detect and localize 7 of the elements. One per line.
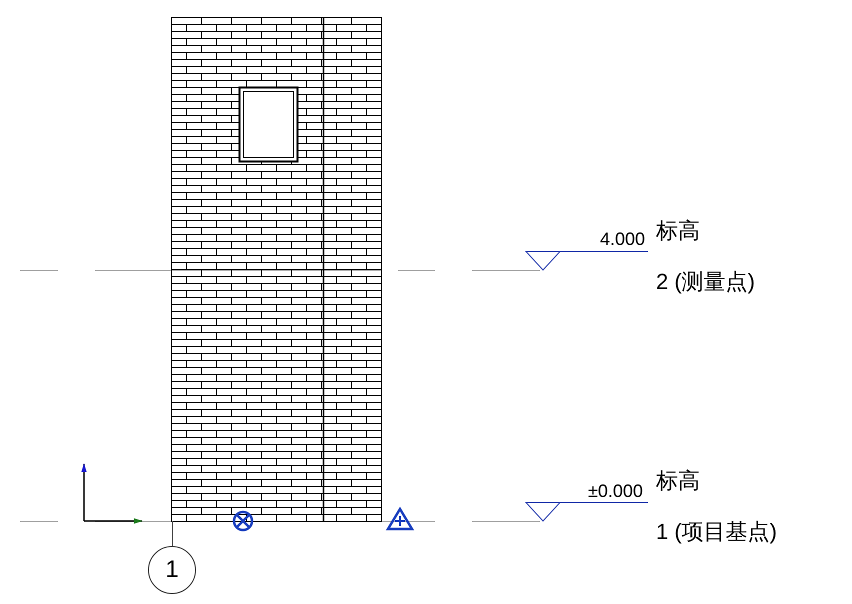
level-name: 标高: [656, 470, 700, 492]
elevation-value: 4.000: [600, 230, 646, 248]
level-name: 2 (测量点): [656, 271, 755, 293]
level-name: 1 (项目基点): [656, 521, 777, 543]
grid-bubble: 1: [148, 546, 196, 594]
elevation-value: ±0.000: [588, 482, 643, 500]
level-name: 标高: [656, 220, 700, 242]
